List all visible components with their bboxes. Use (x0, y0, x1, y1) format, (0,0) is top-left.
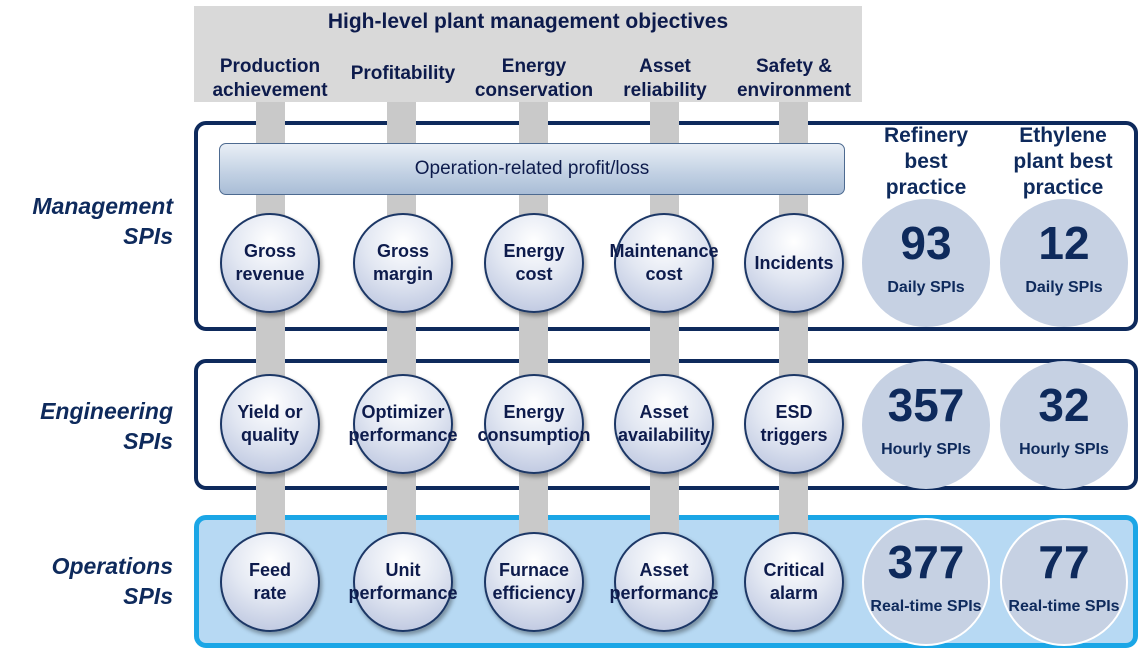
refinery-hourly-unit: Hourly SPIs (881, 441, 971, 458)
refinery-realtime-unit: Real-time SPIs (870, 598, 982, 615)
ethylene-hourly-count: 32 (1038, 379, 1090, 431)
spi-feed-rate: Feed rate (220, 532, 320, 632)
spi-optimizer-performance: Optimizer performance (348, 374, 458, 474)
refinery-daily-spis: 93 Daily SPIs (862, 199, 990, 327)
spi-energy-consumption: Energy consumption (478, 374, 591, 474)
spi-yield-quality: Yield or quality (220, 374, 320, 474)
spi-maintenance-cost: Maintenance cost (609, 213, 719, 313)
spi-unit-performance: Unit performance (348, 532, 458, 632)
ethylene-realtime-spis: 77 Real-time SPIs (1000, 518, 1128, 646)
objective-safety: Safety & environment (736, 56, 852, 101)
spi-gross-margin: Gross margin (353, 213, 453, 313)
spi-esd-triggers: ESD triggers (744, 374, 844, 474)
objective-energy: Energy conservation (474, 56, 594, 101)
management-tier-label: Management SPIs (32, 193, 173, 249)
ethylene-daily-spis: 12 Daily SPIs (1000, 199, 1128, 327)
refinery-realtime-count: 377 (887, 536, 965, 588)
objectives-title: High-level plant management objectives (327, 10, 729, 33)
ethylene-hourly-unit: Hourly SPIs (1019, 441, 1109, 458)
operations-tier-label: Operations SPIs (51, 553, 173, 609)
spi-asset-performance: Asset performance (609, 532, 719, 632)
refinery-hourly-count: 357 (887, 379, 965, 431)
spi-energy-cost: Energy cost (484, 213, 584, 313)
refinery-hourly-spis: 357 Hourly SPIs (862, 361, 990, 489)
spi-critical-alarm: Critical alarm (744, 532, 844, 632)
ethylene-realtime-count: 77 (1038, 536, 1090, 588)
refinery-daily-unit: Daily SPIs (887, 279, 965, 296)
spi-incidents: Incidents (744, 213, 844, 313)
ethylene-daily-unit: Daily SPIs (1025, 279, 1103, 296)
ethylene-heading: Ethylene plant best practice (1013, 124, 1113, 199)
engineering-tier-label: Engineering SPIs (40, 398, 173, 454)
profit-loss-bar: Operation-related profit/loss (219, 143, 845, 195)
spi-gross-revenue: Gross revenue (220, 213, 320, 313)
spi-furnace-efficiency: Furnace efficiency (484, 532, 584, 632)
ethylene-realtime-unit: Real-time SPIs (1008, 598, 1120, 615)
refinery-realtime-spis: 377 Real-time SPIs (862, 518, 990, 646)
objectives-header-band (194, 6, 862, 102)
refinery-heading: Refinery best practice (883, 124, 969, 199)
refinery-daily-count: 93 (900, 217, 952, 269)
ethylene-hourly-spis: 32 Hourly SPIs (1000, 361, 1128, 489)
objective-production: Production achievement (212, 56, 328, 101)
objective-profitability: Profitability (350, 63, 456, 84)
spi-asset-availability: Asset availability (614, 374, 714, 474)
objective-asset: Asset reliability (623, 56, 707, 101)
ethylene-daily-count: 12 (1038, 217, 1090, 269)
